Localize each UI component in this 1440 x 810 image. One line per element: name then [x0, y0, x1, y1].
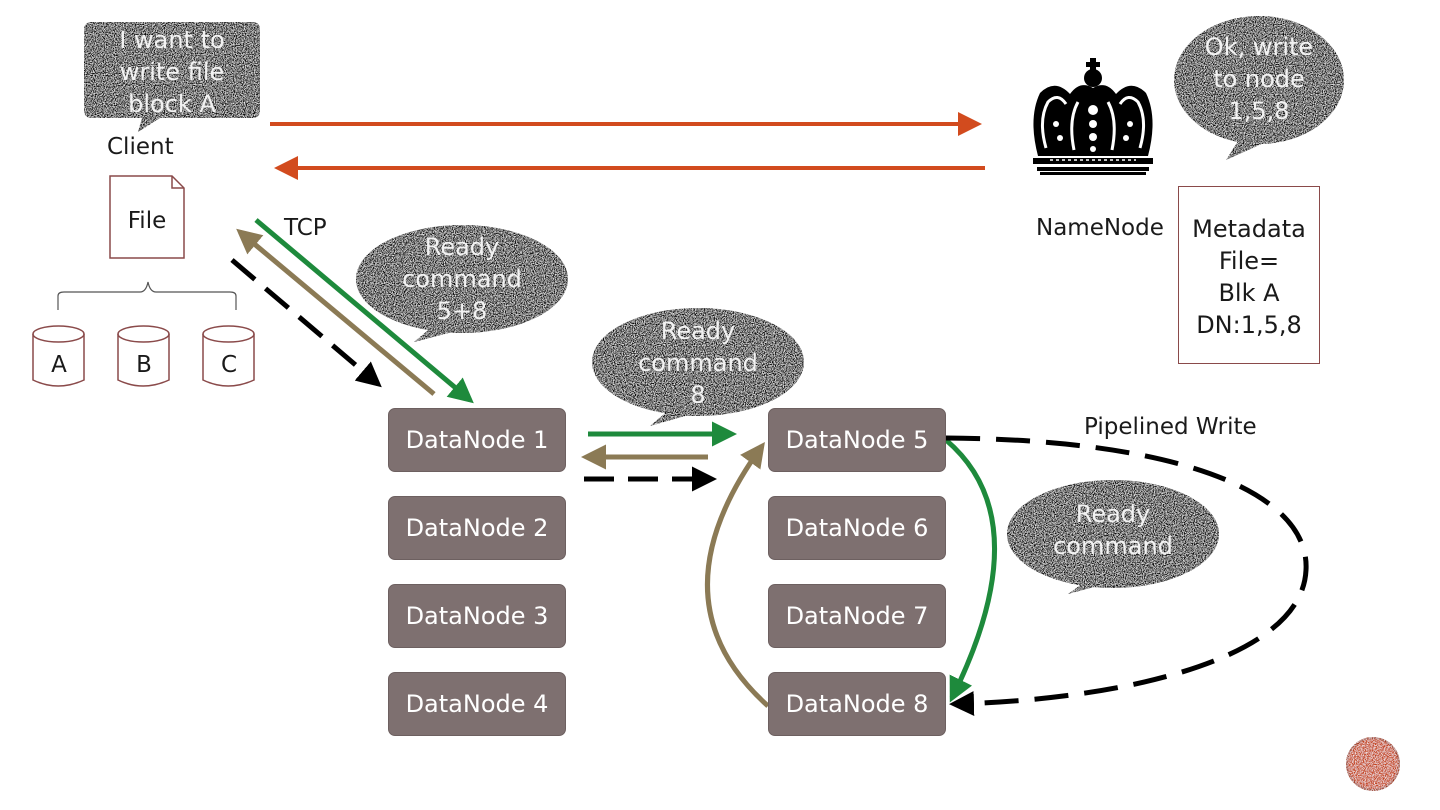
file-document-icon	[109, 175, 185, 259]
pipelined-write-arrow	[945, 435, 1309, 717]
ready-bubble	[1007, 480, 1219, 594]
blocks-brace-icon	[57, 281, 237, 310]
namenode-label: NameNode	[1036, 215, 1164, 241]
ready-bubble-text: Ready command	[1007, 498, 1219, 562]
client-label: Client	[107, 134, 174, 160]
ready-bubble-5-8	[356, 225, 568, 342]
pipelined-write-label: Pipelined Write	[1084, 414, 1257, 440]
block-c-cylinder-icon	[202, 325, 255, 387]
datanode-1[interactable]: DataNode 1	[388, 408, 566, 472]
ready-bubble-8-text: Ready command 8	[592, 315, 804, 411]
metadata-line-3: Blk A	[1218, 279, 1280, 307]
ready-bubble-5-8-text: Ready command 5+8	[356, 231, 568, 327]
ready-5-8-line-2: command	[402, 265, 522, 293]
datanode-7[interactable]: DataNode 7	[768, 584, 946, 648]
datanode-6[interactable]: DataNode 6	[768, 496, 946, 560]
block-c-label: C	[220, 352, 238, 378]
ready-8-line-1: Ready	[660, 317, 736, 345]
crown-icon	[1033, 58, 1153, 175]
next-slide-button[interactable]	[1346, 737, 1400, 791]
tcp-label: TCP	[284, 215, 327, 241]
namenode-speech-bubble	[1174, 16, 1344, 160]
namenode-speech-text: Ok, write to node 1,5,8	[1174, 31, 1344, 127]
block-a-cylinder-icon	[32, 325, 85, 387]
datanode-8[interactable]: DataNode 8	[768, 672, 946, 736]
metadata-line-2: File=	[1218, 247, 1280, 275]
ack-arrow-dn8-to-dn5	[705, 441, 770, 708]
metadata-box: Metadata File= Blk A DN:1,5,8	[1178, 186, 1320, 364]
ready-8-line-2: command	[638, 349, 758, 377]
ready-line-2: command	[1053, 532, 1173, 560]
block-b-cylinder-icon	[117, 325, 170, 387]
block-a-label: A	[51, 352, 67, 378]
datanode-3[interactable]: DataNode 3	[388, 584, 566, 648]
metadata-line-1: Metadata	[1192, 215, 1306, 243]
client-speech-line-2: write file	[119, 58, 225, 86]
data-arrow-client-to-dn1	[230, 258, 382, 388]
ready-5-8-line-1: Ready	[424, 233, 500, 261]
ready-bubble-8	[592, 308, 804, 426]
datanode-2[interactable]: DataNode 2	[388, 496, 566, 560]
client-speech-line-3: block A	[128, 90, 216, 118]
ready-line-1: Ready	[1075, 500, 1151, 528]
namenode-speech-line-1: Ok, write	[1204, 33, 1314, 61]
metadata-line-4: DN:1,5,8	[1196, 311, 1302, 339]
namenode-speech-line-3: 1,5,8	[1228, 97, 1290, 125]
client-speech-line-1: I want to	[119, 26, 225, 54]
datanode-4[interactable]: DataNode 4	[388, 672, 566, 736]
block-b-label: B	[136, 352, 152, 378]
ready-arrow-client-to-dn1	[254, 218, 474, 404]
file-label: File	[127, 208, 167, 234]
namenode-speech-line-2: to node	[1213, 65, 1305, 93]
ready-arrow-dn5-to-dn8	[944, 438, 997, 703]
datanode-5[interactable]: DataNode 5	[768, 408, 946, 472]
ack-arrow-dn1-to-client	[236, 228, 436, 396]
ready-5-8-line-3: 5+8	[436, 297, 488, 325]
client-speech-bubble	[84, 22, 260, 132]
client-speech-text: I want to write file block A	[84, 24, 260, 120]
ready-8-line-3: 8	[690, 381, 706, 409]
